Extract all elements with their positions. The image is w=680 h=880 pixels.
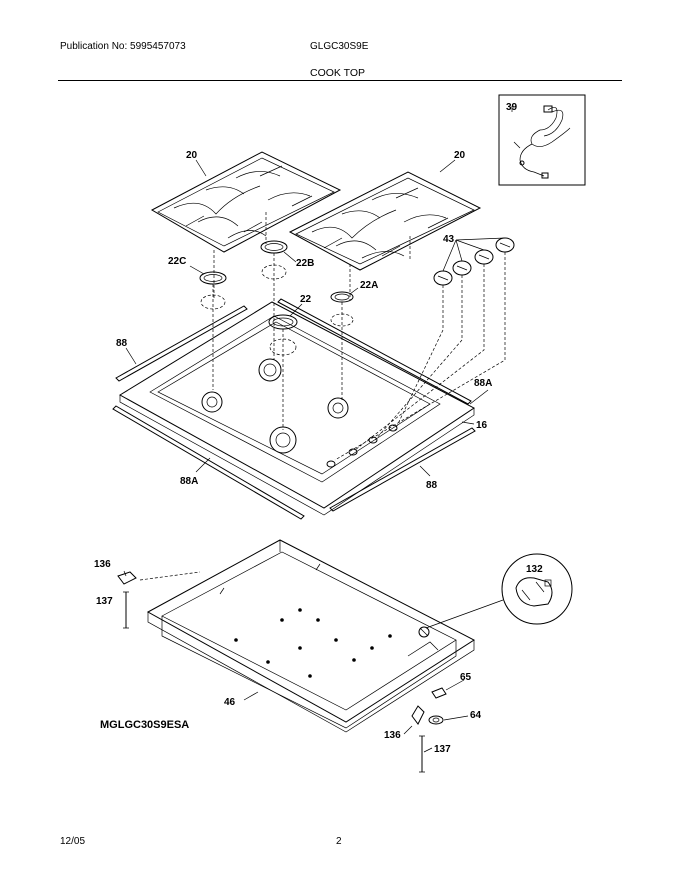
callout-46: 46 [224,697,236,708]
callout-39: 39 [506,102,518,113]
callout-22c: 22C [168,256,186,267]
callout-88a-left: 88A [180,476,198,487]
bracket-screw-right [411,687,447,773]
callout-16: 16 [476,420,488,431]
publication-number: Publication No: 5995457073 [60,41,186,52]
callout-136-left: 136 [94,559,111,570]
gas-regulator [418,553,573,638]
model-variant-label: MGLGC30S9ESA [100,719,189,731]
left-grate [150,151,342,253]
cooktop-panel [119,301,475,516]
callout-43: 43 [443,234,455,245]
callout-137-left: 137 [96,596,113,607]
callout-136-right: 136 [384,730,401,741]
callout-88a-right: 88A [474,378,492,389]
model-number: GLGC30S9E [310,41,369,52]
bracket-screw-left [117,571,201,629]
footer-date: 12/05 [60,836,86,847]
callout-137-right: 137 [434,744,451,755]
right-grate [288,171,482,271]
callout-65: 65 [460,672,472,683]
callout-22a: 22A [360,280,378,291]
callout-64: 64 [470,710,482,721]
callout-132: 132 [526,564,543,575]
callout-20-left: 20 [186,150,198,161]
callout-88-left: 88 [116,338,128,349]
callout-22: 22 [300,294,312,305]
header-rule [58,80,622,81]
trim-strips [112,298,476,520]
burner-box [146,539,476,733]
power-cord-inset [498,94,586,186]
leader-lines [123,106,513,753]
control-knobs [433,237,515,286]
section-title: COOK TOP [310,67,366,79]
callout-20-right: 20 [454,150,466,161]
page-number: 2 [336,836,342,847]
callout-88-right: 88 [426,480,438,491]
burner-caps [199,240,354,356]
callout-22b: 22B [296,258,314,269]
